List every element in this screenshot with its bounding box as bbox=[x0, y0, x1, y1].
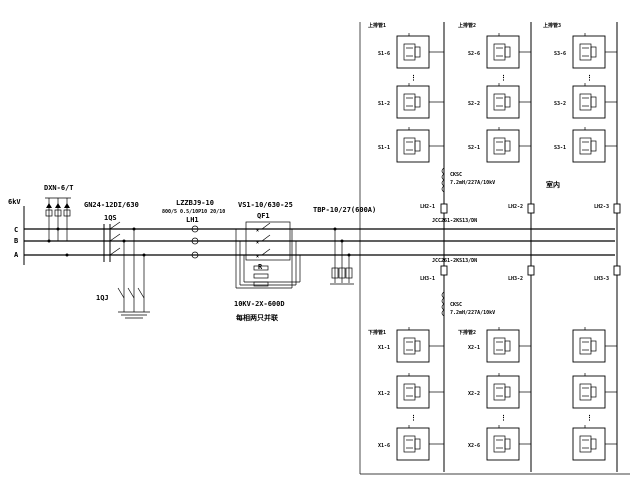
right-frame bbox=[359, 22, 630, 475]
phase-label-b: B bbox=[14, 237, 18, 245]
breaker-qf1: × × × bbox=[235, 221, 301, 289]
ground-switch bbox=[117, 227, 150, 319]
lower-switch-1-1-label: X1-1 bbox=[378, 345, 390, 351]
reactor-lower-spec: 7.2mH/227A/10kV bbox=[450, 310, 495, 316]
arrester-label: DXN-6/T bbox=[44, 184, 74, 192]
ct-model-label: LZZBJ9-10 bbox=[176, 199, 214, 207]
upper-ellipsis-2: ⋮ bbox=[500, 74, 507, 82]
ct-upper-1: LH2-1 bbox=[420, 204, 435, 210]
lower-switch-1-3: X1-6 bbox=[378, 425, 444, 461]
lower-switch-1-3-label: X1-6 bbox=[378, 443, 390, 449]
indoor-label: 室内 bbox=[546, 180, 560, 189]
svg-text:×: × bbox=[256, 254, 259, 260]
reactor-upper-name: CKSC bbox=[450, 172, 462, 178]
ct-lower-2: LH3-2 bbox=[508, 276, 523, 282]
surge-protector-label: TBP-10/27(600A) bbox=[313, 206, 376, 214]
upper-switch-s3-2: S3-2 bbox=[554, 83, 617, 119]
capacitor-model: 10KV-2X-600D bbox=[234, 300, 285, 308]
lower-switch-1-2-label: X1-2 bbox=[378, 391, 390, 397]
arrester-group bbox=[45, 197, 71, 257]
lower-switch-2-2-label: X2-2 bbox=[468, 391, 480, 397]
upper-switch-s2-1-label: S2-1 bbox=[468, 145, 480, 151]
upper-switch-s2-6-label: S2-6 bbox=[468, 51, 480, 57]
upper-switch-s2-2: S2-2 bbox=[468, 83, 531, 119]
lower-ellipsis-2: ⋮ bbox=[500, 414, 507, 422]
upper-ellipsis-1: ⋮ bbox=[410, 74, 417, 82]
lower-ellipsis-1: ⋮ bbox=[410, 414, 417, 422]
upper-switch-s2-1: S2-1 bbox=[468, 127, 531, 163]
ct-upper-model: JCC261-2KS13/DN bbox=[432, 218, 477, 224]
upper-ellipsis-3: ⋮ bbox=[586, 74, 593, 82]
voltage-label: 6kV bbox=[8, 198, 21, 206]
phase-label-c: C bbox=[14, 226, 18, 234]
phase-label-a: A bbox=[14, 251, 19, 259]
lower-group-1-title: 下排管1 bbox=[368, 329, 386, 336]
lower-ellipsis-3: ⋮ bbox=[586, 414, 593, 422]
lower-switch-2-3-label: X2-6 bbox=[468, 443, 480, 449]
lower-switch-2-1-label: X2-1 bbox=[468, 345, 480, 351]
disconnector-label: GN24-12DI/630 bbox=[84, 201, 139, 209]
surge-protector bbox=[330, 227, 354, 285]
reactor: CKSC 7.2mH/227A/10kV CKSC 7.2mH/227A/10k… bbox=[441, 167, 495, 317]
lower-switch-1-2: X1-2 bbox=[378, 373, 444, 409]
ct-lower-3: LH3-3 bbox=[594, 276, 609, 282]
ct-lh1 bbox=[191, 225, 199, 259]
ct-lower-1: LH3-1 bbox=[420, 276, 435, 282]
lower-switch-3-1 bbox=[572, 327, 617, 363]
ct-id-label: LH1 bbox=[186, 216, 199, 224]
upper-switch-s2-6: S2-6 bbox=[468, 33, 531, 69]
ct-lower-model: JCC261-2KS13/DN bbox=[432, 258, 477, 264]
upper-switch-s1-6-label: S1-6 bbox=[378, 51, 390, 57]
lower-switch-2-1: X2-1 bbox=[468, 327, 531, 363]
incoming-section: 6kV C B A DXN-6/T GN24-12DI/630 bbox=[8, 184, 615, 322]
ct-upper-2: LH2-2 bbox=[508, 204, 523, 210]
upper-switch-s1-6: S1-6 bbox=[378, 33, 444, 69]
upper-switch-s3-2-label: S3-2 bbox=[554, 101, 566, 107]
capacitor-note: 每相两只并联 bbox=[236, 313, 279, 322]
upper-switch-s1-1-label: S1-1 bbox=[378, 145, 390, 151]
upper-switch-s3-1-label: S3-1 bbox=[554, 145, 566, 151]
ct-spec-label: 800/5 0.5/10P10 20/10 bbox=[162, 209, 225, 215]
ground-switch-label: 1QJ bbox=[96, 294, 109, 302]
lower-switch-2-3: X2-6 bbox=[468, 425, 531, 461]
ct-upper-3: LH2-3 bbox=[594, 204, 609, 210]
breaker-id: QF1 bbox=[257, 212, 270, 220]
svg-text:×: × bbox=[256, 228, 259, 234]
upper-switch-s3-6: S3-6 bbox=[554, 33, 617, 69]
disconnector-switch bbox=[103, 221, 121, 262]
upper-switch-s1-2: S1-2 bbox=[378, 83, 444, 119]
ct-markers: LH2-1 LH2-2 LH2-3 JCC261-2KS13/DN LH3-1 … bbox=[420, 203, 621, 282]
upper-group-3-title: 上排管3 bbox=[543, 22, 561, 29]
reactor-upper-spec: 7.2mH/227A/10kV bbox=[450, 180, 495, 186]
lower-switch-3-2 bbox=[572, 373, 617, 409]
svg-text:×: × bbox=[256, 240, 259, 246]
breaker-label: VS1-10/630-25 bbox=[238, 201, 293, 209]
disconnector-id: 1QS bbox=[104, 214, 117, 222]
upper-group-1-title: 上排管1 bbox=[368, 22, 386, 29]
switch-modules: S1-6S1-2S1-1 ⋮ S2-6S2-2S2-1 ⋮ S3-6S3-2S3-1 ⋮ X… bbox=[378, 33, 617, 461]
reactor-lower-name: CKSC bbox=[450, 302, 462, 308]
resistor-label: R bbox=[258, 263, 263, 271]
lower-switch-1-1: X1-1 bbox=[378, 327, 444, 363]
upper-switch-s2-2-label: S2-2 bbox=[468, 101, 480, 107]
upper-switch-s3-6-label: S3-6 bbox=[554, 51, 566, 57]
lower-switch-3-3 bbox=[572, 425, 617, 461]
lower-group-2-title: 下排管2 bbox=[458, 329, 476, 336]
lower-switch-2-2: X2-2 bbox=[468, 373, 531, 409]
upper-switch-s1-1: S1-1 bbox=[378, 127, 444, 163]
upper-switch-s1-2-label: S1-2 bbox=[378, 101, 390, 107]
upper-group-2-title: 上排管2 bbox=[458, 22, 476, 29]
upper-switch-s3-1: S3-1 bbox=[554, 127, 617, 163]
